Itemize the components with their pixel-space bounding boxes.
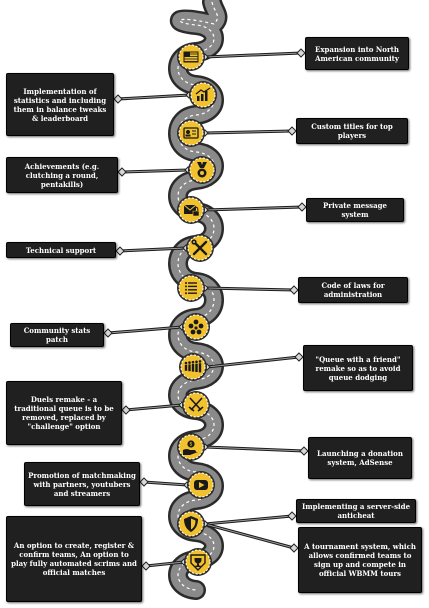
node-disc bbox=[178, 120, 204, 146]
connector-highlight bbox=[125, 404, 183, 411]
connector-diamond bbox=[297, 202, 307, 212]
label-duels-remake: Duels remake - a traditional queue is to… bbox=[6, 381, 122, 445]
node-disc bbox=[178, 44, 204, 70]
label-statistics-implementation: Implementation of statistics and includi… bbox=[6, 73, 114, 136]
milestone-node bbox=[188, 156, 216, 184]
label-donation-system: Launching a donation system, AdSense bbox=[308, 437, 412, 479]
label-private-message: Private message system bbox=[306, 198, 404, 222]
locked-envelope-icon bbox=[183, 204, 200, 217]
label-queue-with-friend: "Queue with a friend" remake so as to av… bbox=[303, 345, 413, 391]
community-group-icon bbox=[188, 319, 204, 335]
label-expansion-north-america: Expansion into North American community bbox=[305, 37, 409, 70]
connector-diamond bbox=[113, 94, 123, 104]
queue-people-icon bbox=[184, 360, 202, 373]
connector-highlight bbox=[143, 481, 188, 486]
connector-diamond bbox=[294, 352, 304, 362]
svg-text:$: $ bbox=[189, 442, 192, 448]
connector-highlight bbox=[204, 515, 293, 525]
milestone-node bbox=[187, 471, 215, 499]
connector-highlight bbox=[204, 287, 295, 291]
statistics-chart-icon bbox=[195, 87, 211, 101]
milestone-node bbox=[177, 274, 205, 302]
milestone-node bbox=[189, 81, 217, 109]
connector-diamond bbox=[139, 477, 149, 487]
label-custom-titles: Custom titles for top players bbox=[296, 118, 408, 144]
milestone-node bbox=[177, 196, 205, 224]
connector-highlight bbox=[204, 446, 305, 452]
connector-highlight bbox=[204, 523, 295, 549]
connector-diamond bbox=[115, 246, 125, 256]
connector-highlight bbox=[117, 94, 190, 100]
connector-diamond bbox=[296, 48, 306, 58]
label-community-stats: Community stats patch bbox=[10, 323, 104, 347]
connector-highlight bbox=[204, 52, 302, 58]
milestone-node bbox=[177, 510, 205, 538]
connector-highlight bbox=[204, 130, 293, 134]
label-promotion: Promotion of matchmaking with partners, … bbox=[24, 462, 140, 506]
crossed-swords-icon bbox=[188, 397, 204, 412]
connector-diamond bbox=[117, 167, 127, 177]
milestone-node bbox=[182, 313, 210, 341]
label-tournament-system: A tournament system, which allows confir… bbox=[298, 527, 422, 593]
connector-highlight bbox=[107, 326, 183, 334]
milestone-node bbox=[184, 548, 212, 576]
trophy-badge-icon bbox=[190, 554, 206, 571]
label-anticheat: Implementing a server-side anticheat bbox=[296, 499, 416, 523]
connector-highlight bbox=[121, 169, 189, 173]
connector-diamond bbox=[299, 446, 309, 456]
label-technical-support: Technical support bbox=[6, 242, 116, 258]
milestone-node bbox=[186, 234, 214, 262]
connector-highlight bbox=[206, 356, 300, 368]
milestone-nodes: $ bbox=[177, 43, 217, 576]
connector-diamond bbox=[287, 126, 297, 136]
connector-highlight bbox=[204, 206, 303, 211]
connector-highlight bbox=[119, 247, 187, 252]
connector-highlight bbox=[145, 561, 185, 567]
donation-hand-icon: $ bbox=[183, 440, 198, 455]
milestone-node bbox=[177, 43, 205, 71]
american-flag-icon bbox=[183, 51, 199, 63]
connector-diamond bbox=[287, 511, 297, 521]
connector-diamond bbox=[289, 543, 299, 553]
milestone-node bbox=[182, 391, 210, 419]
label-teams-and-scrims: An option to create, register & confirm … bbox=[6, 516, 142, 602]
node-disc bbox=[178, 275, 204, 301]
label-code-of-laws: Code of laws for administration bbox=[298, 277, 408, 303]
connector-diamond bbox=[121, 405, 131, 415]
youtube-play-icon bbox=[194, 480, 208, 490]
connector-diamond bbox=[141, 561, 151, 571]
milestone-node bbox=[179, 353, 207, 381]
connector-diamond bbox=[289, 285, 299, 295]
connector-diamond bbox=[103, 328, 113, 338]
milestone-node: $ bbox=[177, 433, 205, 461]
medal-icon bbox=[197, 162, 207, 178]
connectors bbox=[103, 48, 309, 571]
id-card-icon bbox=[183, 127, 199, 139]
label-achievements: Achievements (e.g. clutching a round, pe… bbox=[6, 157, 118, 193]
milestone-node bbox=[177, 119, 205, 147]
list-icon bbox=[185, 282, 197, 295]
wrench-screwdriver-icon bbox=[191, 239, 208, 256]
shield-icon bbox=[184, 516, 198, 532]
